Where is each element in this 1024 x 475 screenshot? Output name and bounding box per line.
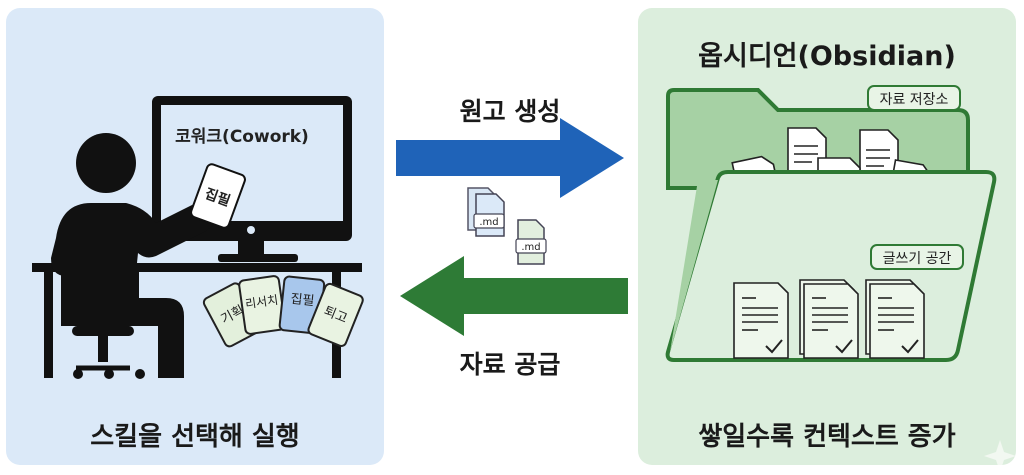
sparkle-icon	[984, 440, 1016, 465]
cowork-caption: 스킬을 선택해 실행	[90, 422, 300, 452]
checked-document-icon	[733, 279, 925, 359]
svg-text:리서치: 리서치	[244, 293, 279, 311]
folder-icon: 자료 저장소 글쓰기 공간	[665, 85, 1016, 465]
obsidian-title: 옵시디언(Obsidian)	[698, 41, 956, 72]
svg-text:집필: 집필	[290, 292, 315, 309]
svg-text:.md: .md	[521, 242, 540, 253]
obsidian-caption: 쌓일수록 컨텍스트 증가	[698, 422, 956, 452]
monitor-label: 코워크(Cowork)	[175, 127, 309, 147]
cowork-panel: 코워크(Cowork) 집필 기획 리서치 집	[6, 8, 384, 465]
svg-text:.md: .md	[479, 217, 498, 228]
arrow-right-icon	[396, 118, 624, 198]
skill-card-research[interactable]: 리서치	[238, 275, 287, 335]
obsidian-panel: 옵시디언(Obsidian) 자료 저장소 글쓰기 공간 쌓일수록 컨텍	[638, 8, 1016, 465]
held-skill-card: 집필	[190, 163, 246, 229]
arrow-left-icon	[400, 256, 628, 336]
generate-draft-label: 원고 생성	[459, 97, 561, 126]
md-file-icon: .md .md	[467, 187, 547, 265]
person-at-desk-icon: 코워크(Cowork) 집필 기획 리서치 집	[32, 96, 364, 379]
storage-tag: 자료 저장소	[880, 92, 949, 108]
skill-card-revision[interactable]: 퇴고	[307, 282, 364, 347]
supply-materials-label: 자료 공급	[459, 350, 561, 379]
writing-tag: 글쓰기 공간	[883, 251, 952, 267]
